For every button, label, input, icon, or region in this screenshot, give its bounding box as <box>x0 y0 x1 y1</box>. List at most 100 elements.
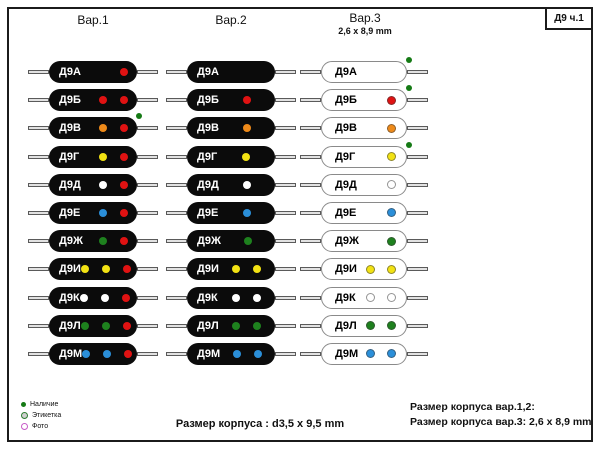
blue-marking-dot <box>254 349 263 358</box>
diode-v2-Д9В: Д9В <box>166 117 296 140</box>
body-size-notes: Размер корпуса вар.1,2: Размер корпуса в… <box>410 400 592 429</box>
diode-body: Д9Ж <box>187 230 275 253</box>
diode-body: Д9И <box>49 258 137 281</box>
diode-lead-right <box>137 70 158 74</box>
diode-label: Д9М <box>335 347 359 360</box>
diode-label: Д9А <box>335 66 357 78</box>
diode-lead-right <box>275 323 296 328</box>
diode-body: Д9И <box>187 258 275 281</box>
yellow-marking-dot <box>253 265 262 274</box>
yellow-marking-dot <box>366 264 375 274</box>
green-marking-dot <box>243 237 252 246</box>
white-marking-dot <box>242 180 251 189</box>
diode-v2-Д9М: Д9М <box>166 342 296 365</box>
diode-markings <box>81 96 137 105</box>
diode-lead-right <box>407 154 428 159</box>
diode-label: Д9Ж <box>197 235 221 248</box>
green-marking-dot <box>80 321 89 330</box>
green-marking-dot <box>387 321 396 331</box>
diode-lead-right <box>275 70 296 74</box>
white-marking-dot <box>387 293 396 302</box>
diode-label: Д9К <box>59 291 80 304</box>
diode-lead-left <box>28 239 49 244</box>
diode-lead-left <box>28 351 49 356</box>
diode-markings <box>220 349 275 358</box>
diode-label: Д9Ж <box>335 235 359 248</box>
red-marking-dot <box>120 237 128 246</box>
diode-body: Д9Л <box>49 314 137 337</box>
diode-body: Д9Л <box>321 314 407 337</box>
presence-dot <box>406 85 412 92</box>
diode-v3-Д9К: Д9К <box>300 286 428 309</box>
diode-lead-right <box>407 295 428 300</box>
diode-markings <box>357 180 406 190</box>
diode-lead-left <box>300 351 321 356</box>
legend-item-photo: Фото <box>21 422 61 430</box>
diode-markings <box>219 321 275 330</box>
diode-lead-right <box>137 239 158 244</box>
column-header-var2: Вар.2 <box>215 13 247 27</box>
red-marking-dot <box>122 265 131 274</box>
diode-lead-right <box>407 351 428 356</box>
diode-v1-Д9Г: Д9Г <box>28 145 158 168</box>
diode-lead-right <box>407 126 428 131</box>
diode-v1-Д9Б: Д9Б <box>28 89 158 112</box>
diode-body: Д9Д <box>321 173 407 196</box>
diode-lead-left <box>166 154 187 159</box>
blue-marking-dot <box>242 208 251 217</box>
diode-body: Д9М <box>187 342 275 365</box>
diode-v3-Д9Б: Д9Б <box>300 85 428 112</box>
diode-lead-right <box>137 210 158 215</box>
diode-markings <box>219 124 275 133</box>
diode-label: Д9И <box>197 263 219 276</box>
white-marking-dot <box>366 293 375 302</box>
diode-markings <box>357 264 406 274</box>
white-marking-dot <box>252 293 261 302</box>
diode-lead-right <box>137 295 158 300</box>
blue-marking-dot <box>103 349 112 358</box>
diode-body: Д9Г <box>187 145 275 168</box>
diode-markings <box>355 152 406 162</box>
diode-body: Д9И <box>321 258 407 281</box>
diode-lead-left <box>300 98 321 103</box>
diode-lead-left <box>166 182 187 187</box>
diode-body: Д9Б <box>49 89 137 112</box>
diode-markings <box>219 265 275 274</box>
diode-lead-left <box>166 351 187 356</box>
diode-label: Д9И <box>59 263 81 276</box>
column-var1: Д9А Д9Б Д9В Д9Г Д9Д <box>28 61 158 365</box>
diode-markings <box>356 293 406 302</box>
diode-lead-right <box>137 267 158 272</box>
diode-body: Д9Е <box>49 201 137 224</box>
red-marking-dot <box>120 68 128 76</box>
diode-body: Д9Г <box>49 145 137 168</box>
diode-v2-Д9Ж: Д9Ж <box>166 230 296 253</box>
white-marking-dot <box>100 293 109 302</box>
diode-body: Д9А <box>187 61 275 83</box>
diode-lead-left <box>166 323 187 328</box>
diode-lead-right <box>275 267 296 272</box>
diode-markings <box>81 124 137 133</box>
diode-markings <box>356 208 406 218</box>
diode-lead-right <box>275 351 296 356</box>
diode-label: Д9В <box>59 122 81 135</box>
legend-label: Этикетка <box>32 411 62 419</box>
diode-label: Д9Д <box>197 178 219 191</box>
diode-lead-left <box>166 210 187 215</box>
diode-body: Д9Д <box>187 173 275 196</box>
diode-v3-Д9Ж: Д9Ж <box>300 230 428 253</box>
diode-label: Д9Б <box>197 94 219 107</box>
diode-label: Д9Е <box>197 206 219 219</box>
column-header-var1: Вар.1 <box>77 13 109 27</box>
border-frame <box>7 7 593 442</box>
diode-lead-right <box>275 182 296 187</box>
diode-lead-left <box>300 126 321 131</box>
diode-label: Д9Л <box>59 319 81 332</box>
diode-label: Д9А <box>59 66 81 78</box>
red-marking-dot <box>124 349 133 358</box>
yellow-marking-dot <box>80 265 89 274</box>
diode-lead-right <box>407 182 428 187</box>
diode-lead-right <box>137 98 158 103</box>
diode-markings <box>82 349 141 358</box>
legend-item-etiketka: Этикетка <box>21 411 61 419</box>
